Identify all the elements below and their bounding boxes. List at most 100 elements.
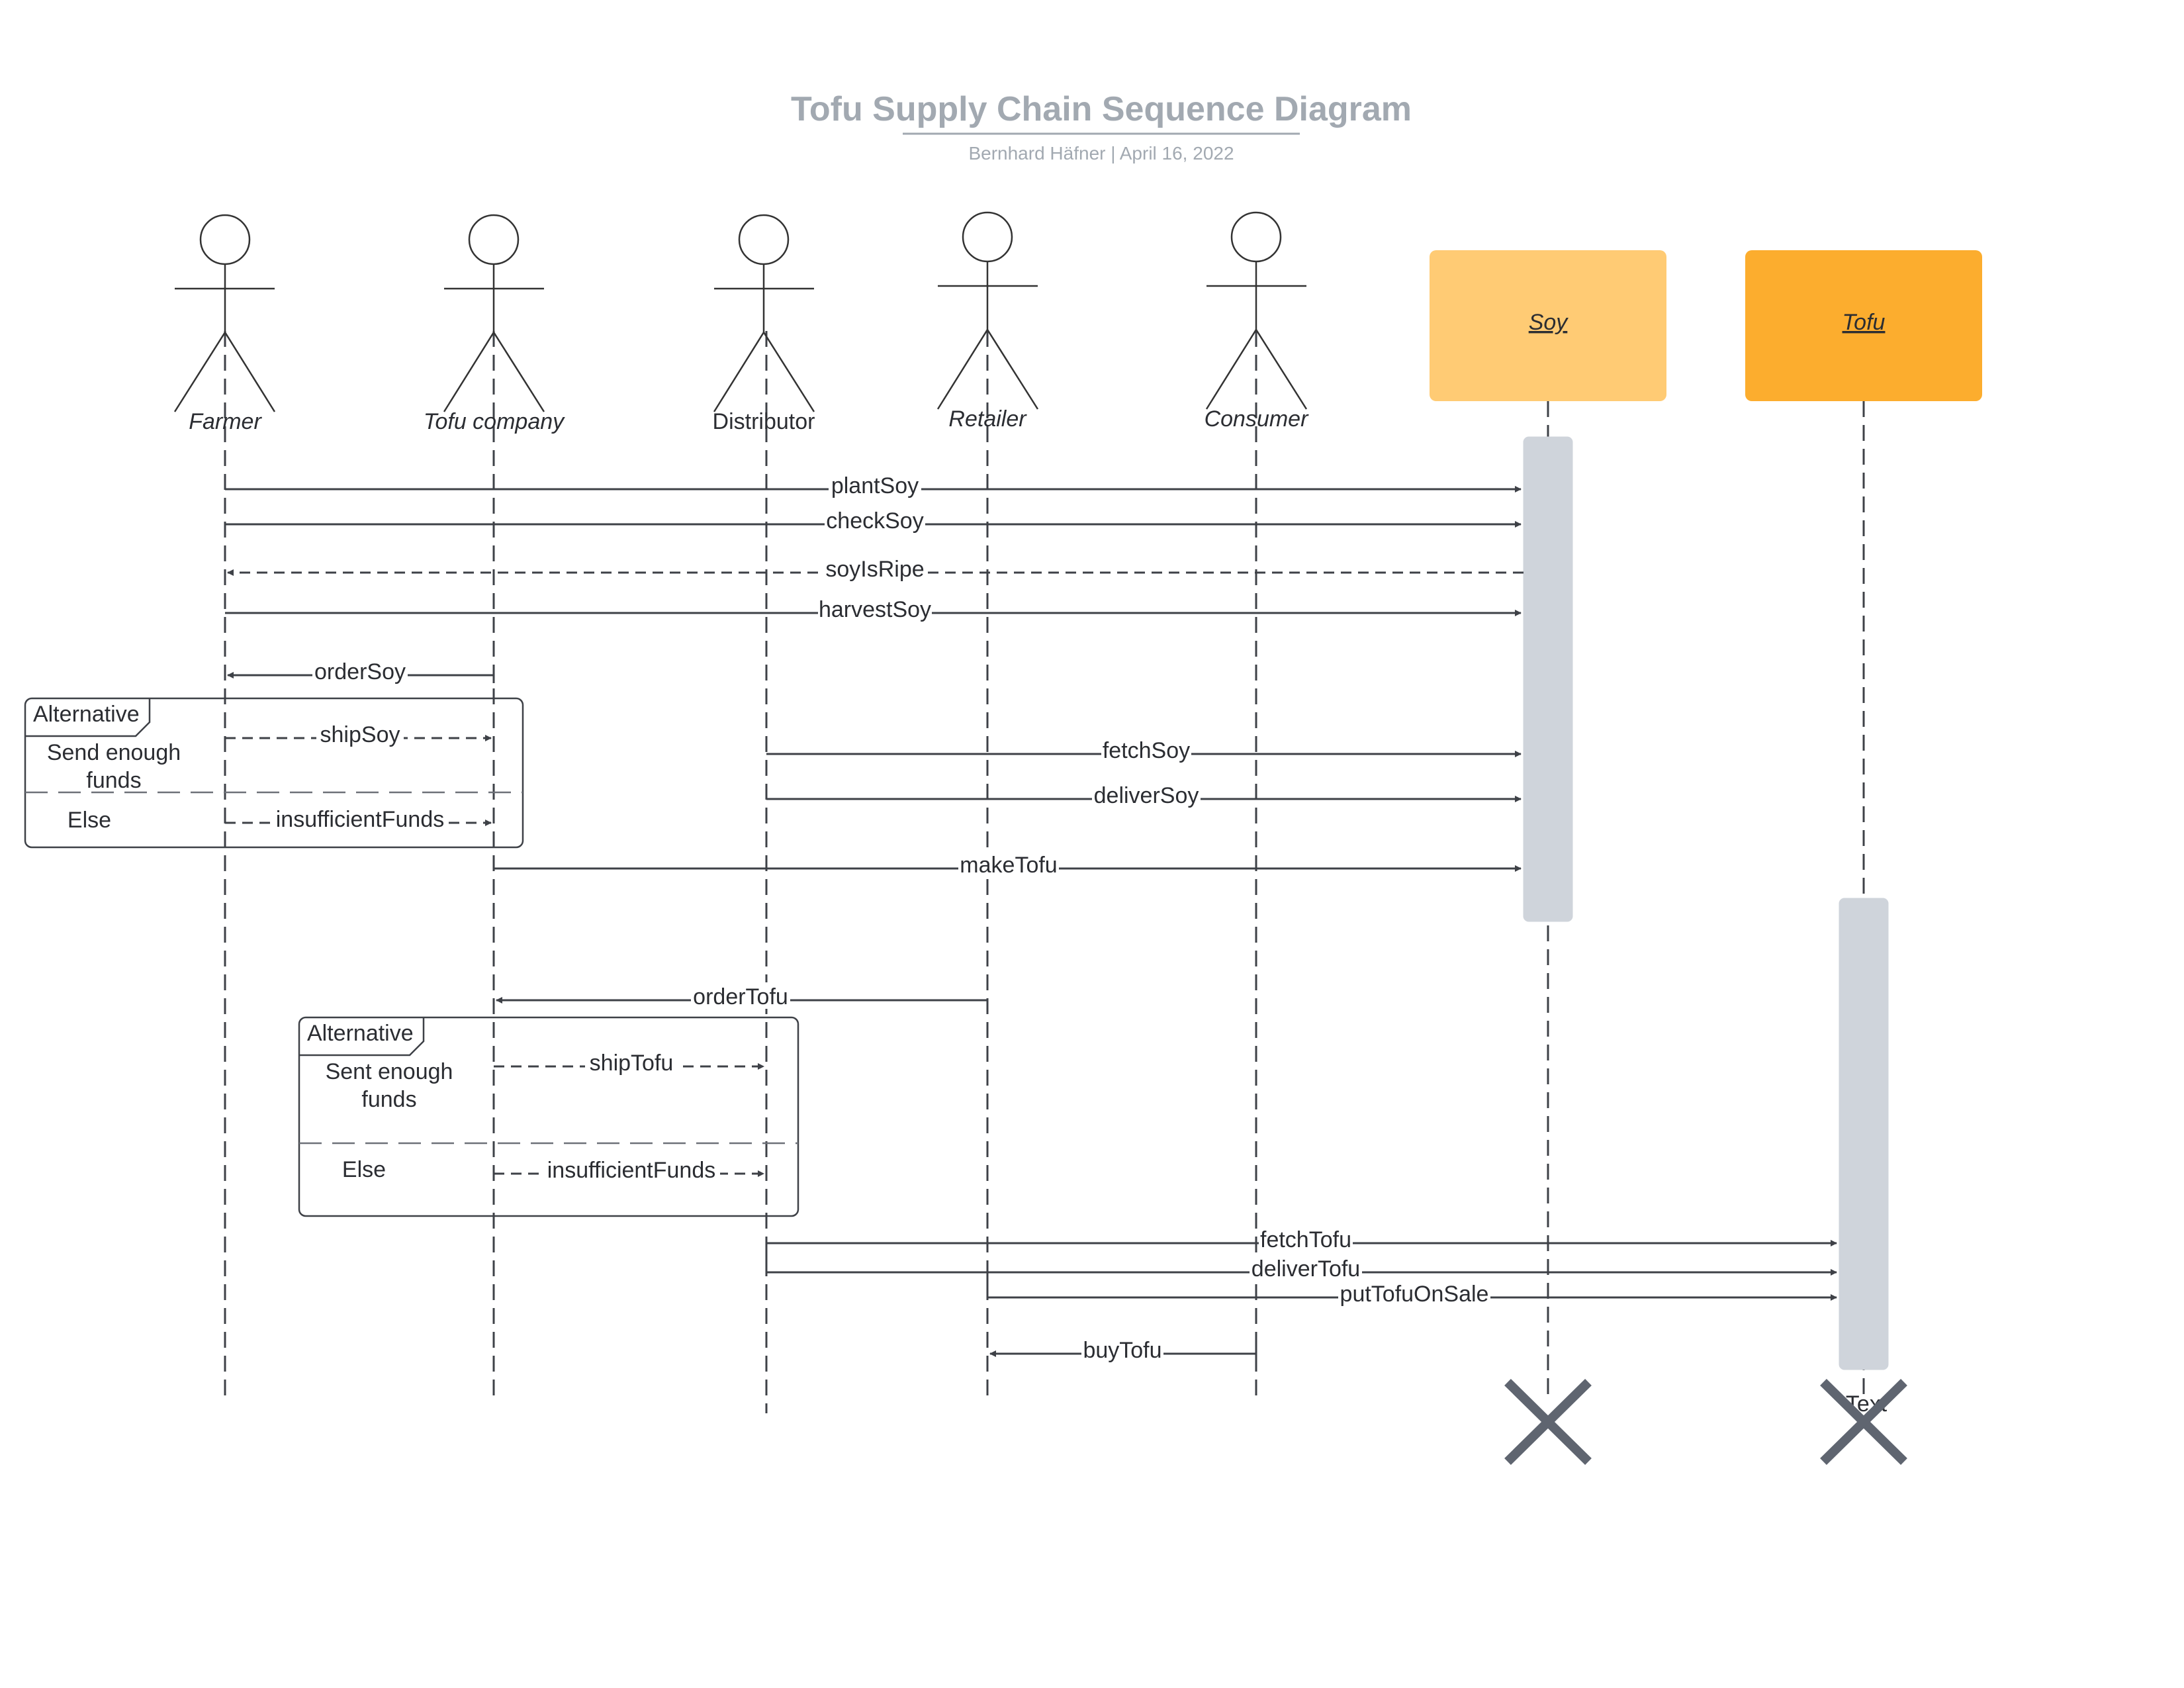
alt-frame-1-condition-wrap: Send enough funds bbox=[46, 740, 181, 793]
actor-retailer[interactable]: Retailer bbox=[936, 211, 1039, 432]
actor-tofu-company[interactable]: Tofu company bbox=[424, 214, 565, 434]
message-makeTofu[interactable]: makeTofu bbox=[494, 851, 1522, 878]
message-checkSoy[interactable]: checkSoy bbox=[225, 506, 1522, 534]
message-shipSoy[interactable]: shipSoy bbox=[225, 720, 492, 747]
actor-consumer-head bbox=[1230, 211, 1282, 263]
actor-tofu-company-label: Tofu company bbox=[424, 409, 565, 434]
message-orderTofu-label: orderTofu bbox=[693, 984, 788, 1009]
message-fetchTofu[interactable]: fetchTofu bbox=[766, 1225, 1837, 1252]
alt-frame-2-else: Else bbox=[342, 1157, 386, 1182]
activation-tofu bbox=[1839, 898, 1889, 1370]
actor-farmer-label: Farmer bbox=[189, 409, 262, 434]
alt-frame-1-border bbox=[24, 697, 524, 849]
object-tofu[interactable]: Tofu bbox=[1745, 250, 1982, 401]
message-putTofuOnSale-label: putTofuOnSale bbox=[1340, 1282, 1489, 1307]
actor-farmer-right-leg bbox=[224, 332, 276, 412]
message-fetchSoy-label-bg bbox=[1101, 736, 1191, 763]
actor-farmer-head bbox=[199, 214, 251, 265]
actor-consumer[interactable]: Consumer bbox=[1205, 211, 1310, 432]
message-orderSoy[interactable]: orderSoy bbox=[227, 657, 495, 684]
alt-frame-2-tag-box bbox=[299, 1017, 425, 1056]
message-buyTofu[interactable]: buyTofu bbox=[989, 1336, 1257, 1363]
actor-distributor-label: Distributor bbox=[713, 409, 815, 434]
actor-consumer-label: Consumer bbox=[1205, 406, 1310, 432]
message-checkSoy-label: checkSoy bbox=[826, 508, 923, 534]
object-tofu-label: Tofu bbox=[1843, 310, 1886, 335]
message-fetchSoy[interactable]: fetchSoy bbox=[766, 736, 1522, 763]
message-insufficientFunds-2[interactable]: insufficientFunds bbox=[494, 1156, 764, 1183]
message-plantSoy-label-bg bbox=[829, 471, 921, 498]
message-deliverTofu-label-bg bbox=[1250, 1254, 1362, 1281]
alt-frame-1-else: Else bbox=[68, 808, 111, 833]
actor-retailer-head bbox=[962, 211, 1013, 263]
actor-farmer-left-leg bbox=[173, 332, 226, 412]
destroy-soy-icon bbox=[1504, 1379, 1592, 1465]
actor-tofu-company-head bbox=[468, 214, 520, 265]
diagram-title: Tofu Supply Chain Sequence Diagram bbox=[791, 90, 1412, 128]
message-harvestSoy-label: harvestSoy bbox=[819, 597, 931, 622]
message-checkSoy-label-bg bbox=[825, 506, 925, 533]
destroy-soy-stroke-2 bbox=[1504, 1379, 1592, 1465]
object-soy-label: Soy bbox=[1529, 310, 1569, 335]
actor-tofu-company-right-leg bbox=[492, 332, 545, 412]
alt-frame-1: Alternative Send enough funds Else bbox=[24, 697, 524, 849]
message-makeTofu-label-bg bbox=[958, 851, 1059, 877]
message-deliverTofu[interactable]: deliverTofu bbox=[766, 1254, 1837, 1282]
message-fetchTofu-label: fetchTofu bbox=[1260, 1227, 1351, 1252]
alt-frame-2: Alternative Sent enough funds Else bbox=[298, 1016, 799, 1217]
message-soyIsRipe-label-bg bbox=[825, 555, 925, 581]
message-buyTofu-label-bg bbox=[1081, 1336, 1163, 1362]
message-deliverSoy-label: deliverSoy bbox=[1094, 783, 1199, 808]
message-insufficientFunds-1[interactable]: insufficientFunds bbox=[225, 805, 492, 832]
message-putTofuOnSale-label-bg bbox=[1338, 1280, 1490, 1306]
message-orderTofu[interactable]: orderTofu bbox=[496, 982, 987, 1009]
message-deliverSoy-label-bg bbox=[1092, 781, 1201, 808]
diagram-subtitle: Bernhard Häfner | April 16, 2022 bbox=[968, 143, 1234, 164]
object-tofu-box bbox=[1745, 250, 1982, 401]
message-soyIsRipe[interactable]: soyIsRipe bbox=[227, 555, 1524, 582]
object-soy[interactable]: Soy bbox=[1430, 250, 1666, 401]
message-insufficientFunds-2-label: insufficientFunds bbox=[547, 1158, 716, 1183]
message-makeTofu-label: makeTofu bbox=[960, 853, 1057, 878]
message-deliverSoy[interactable]: deliverSoy bbox=[766, 781, 1522, 808]
message-fetchTofu-label-bg bbox=[1259, 1225, 1353, 1252]
message-insufficientFunds-1-label-bg bbox=[271, 805, 449, 831]
message-plantSoy-label: plantSoy bbox=[831, 473, 919, 498]
alt-frame-2-condition-wrap: Sent enough funds bbox=[326, 1059, 453, 1112]
alt-frame-1-tag-box bbox=[25, 698, 151, 737]
actor-distributor[interactable]: Distributor bbox=[713, 214, 815, 434]
actor-distributor-right-leg bbox=[762, 332, 815, 412]
message-fetchSoy-label: fetchSoy bbox=[1103, 738, 1190, 763]
message-harvestSoy[interactable]: harvestSoy bbox=[225, 595, 1522, 622]
actor-distributor-left-leg bbox=[713, 332, 765, 412]
message-insufficientFunds-1-label: insufficientFunds bbox=[276, 807, 445, 832]
actor-farmer[interactable]: Farmer bbox=[173, 214, 276, 434]
actor-consumer-left-leg bbox=[1205, 329, 1257, 410]
alt-frame-2-border bbox=[298, 1016, 799, 1217]
actor-distributor-head bbox=[738, 214, 790, 265]
message-harvestSoy-label-bg bbox=[818, 595, 932, 622]
actor-retailer-right-leg bbox=[986, 329, 1039, 410]
message-soyIsRipe-label: soyIsRipe bbox=[825, 557, 924, 582]
message-putTofuOnSale[interactable]: putTofuOnSale bbox=[765, 1243, 1837, 1307]
actor-retailer-left-leg bbox=[936, 329, 989, 410]
message-orderSoy-label-bg bbox=[312, 657, 408, 684]
message-shipTofu-label: shipTofu bbox=[590, 1051, 674, 1076]
alt-frame-2-tag: Alternative bbox=[307, 1021, 414, 1046]
message-shipTofu-label-bg bbox=[585, 1049, 678, 1075]
actor-retailer-label: Retailer bbox=[948, 406, 1027, 432]
message-shipTofu[interactable]: shipTofu bbox=[494, 1049, 764, 1076]
destroy-tofu-icon bbox=[1820, 1379, 1907, 1465]
alt-frame-1-condition: Send enough funds bbox=[46, 740, 181, 793]
message-orderTofu-label-bg bbox=[691, 982, 790, 1009]
message-plantSoy[interactable]: plantSoy bbox=[225, 471, 1522, 498]
message-orderSoy-label: orderSoy bbox=[314, 659, 406, 684]
object-soy-box bbox=[1430, 250, 1666, 401]
actor-tofu-company-left-leg bbox=[443, 332, 495, 412]
alt-frame-1-tag: Alternative bbox=[33, 702, 140, 727]
message-buyTofu-label: buyTofu bbox=[1083, 1338, 1161, 1363]
actor-consumer-right-leg bbox=[1255, 329, 1308, 410]
activation-soy bbox=[1523, 436, 1573, 922]
destroy-tofu-stroke-2 bbox=[1820, 1379, 1907, 1465]
